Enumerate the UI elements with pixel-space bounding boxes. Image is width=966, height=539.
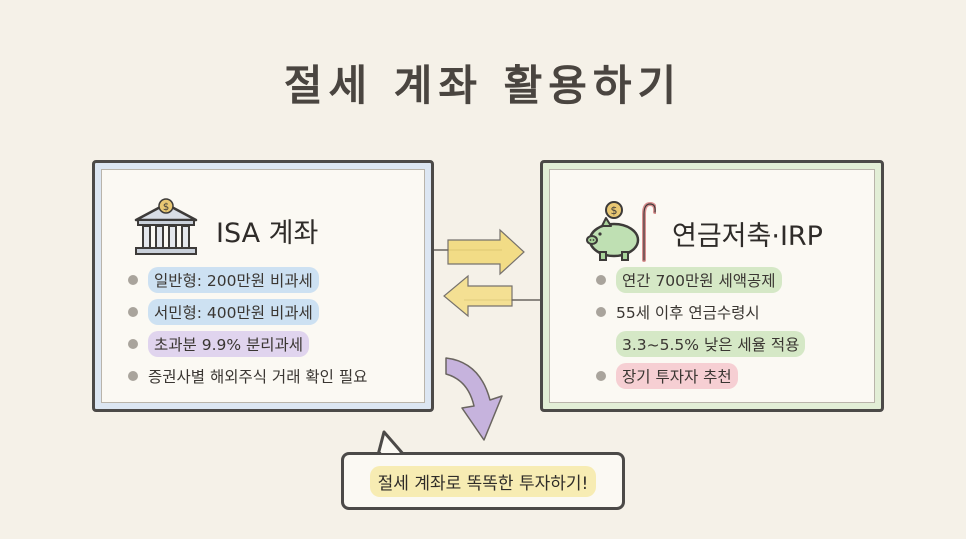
isa-card: $ ISA 계좌 일반형: 200만원 비과세 서민형: 400만원 비과세 초… bbox=[92, 160, 434, 412]
bullet-icon bbox=[596, 307, 606, 317]
list-item: 3.3~5.5% 낮은 세율 적용 bbox=[596, 328, 806, 360]
bank-icon: $ bbox=[132, 198, 200, 262]
irp-point-deduction: 연간 700만원 세액공제 bbox=[616, 267, 782, 293]
bullet-icon bbox=[128, 275, 138, 285]
bullet-icon bbox=[596, 275, 606, 285]
list-item: 연간 700만원 세액공제 bbox=[596, 264, 805, 296]
irp-card-header: $ 연금저축·IRP bbox=[584, 198, 823, 268]
irp-points-list: 연간 700만원 세액공제 55세 이후 연금수령시 3.3~5.5% 낮은 세… bbox=[596, 264, 806, 392]
irp-title: 연금저축·IRP bbox=[672, 220, 823, 252]
irp-point-rate: 3.3~5.5% 낮은 세율 적용 bbox=[616, 331, 806, 357]
list-item: 초과분 9.9% 분리과세 bbox=[128, 328, 373, 360]
isa-point-broker-check: 증권사별 해외주식 거래 확인 필요 bbox=[148, 368, 368, 386]
bullet-icon bbox=[128, 339, 138, 349]
irp-point-age: 55세 이후 연금수령시 bbox=[616, 304, 760, 322]
isa-point-low-income: 서민형: 400만원 비과세 bbox=[148, 299, 319, 325]
isa-point-general: 일반형: 200만원 비과세 bbox=[148, 267, 319, 293]
down-arrow-icon bbox=[445, 357, 503, 441]
piggy-bank-icon: $ bbox=[584, 198, 658, 268]
list-item: 55세 이후 연금수령시 bbox=[596, 296, 805, 328]
bullet-icon bbox=[596, 371, 606, 381]
isa-card-inner: $ ISA 계좌 일반형: 200만원 비과세 서민형: 400만원 비과세 초… bbox=[101, 169, 425, 403]
list-item: 서민형: 400만원 비과세 bbox=[128, 296, 373, 328]
isa-point-excess-tax: 초과분 9.9% 분리과세 bbox=[148, 331, 310, 357]
list-item: 일반형: 200만원 비과세 bbox=[128, 264, 373, 296]
irp-card: $ 연금저축·IRP 연간 700만원 세액공제 55세 이후 연금수령시 3.… bbox=[540, 160, 884, 412]
page-title: 절세 계좌 활용하기 bbox=[283, 61, 683, 110]
bullet-icon bbox=[128, 371, 138, 381]
list-item: 증권사별 해외주식 거래 확인 필요 bbox=[128, 360, 373, 392]
left-arrow-icon bbox=[443, 274, 540, 318]
irp-point-long-term: 장기 투자자 추천 bbox=[616, 363, 738, 389]
speech-bubble: 절세 계좌로 똑똑한 투자하기! bbox=[341, 452, 625, 510]
irp-card-inner: $ 연금저축·IRP 연간 700만원 세액공제 55세 이후 연금수령시 3.… bbox=[549, 169, 875, 403]
bullet-icon bbox=[128, 307, 138, 317]
isa-card-header: $ ISA 계좌 bbox=[132, 198, 318, 262]
isa-points-list: 일반형: 200만원 비과세 서민형: 400만원 비과세 초과분 9.9% 분… bbox=[128, 264, 373, 392]
svg-text:$: $ bbox=[611, 204, 618, 217]
right-arrow-icon bbox=[434, 228, 525, 276]
svg-text:$: $ bbox=[163, 202, 169, 213]
list-item: 장기 투자자 추천 bbox=[596, 360, 805, 392]
bubble-text: 절세 계좌로 똑똑한 투자하기! bbox=[369, 465, 597, 497]
isa-title: ISA 계좌 bbox=[216, 217, 319, 249]
